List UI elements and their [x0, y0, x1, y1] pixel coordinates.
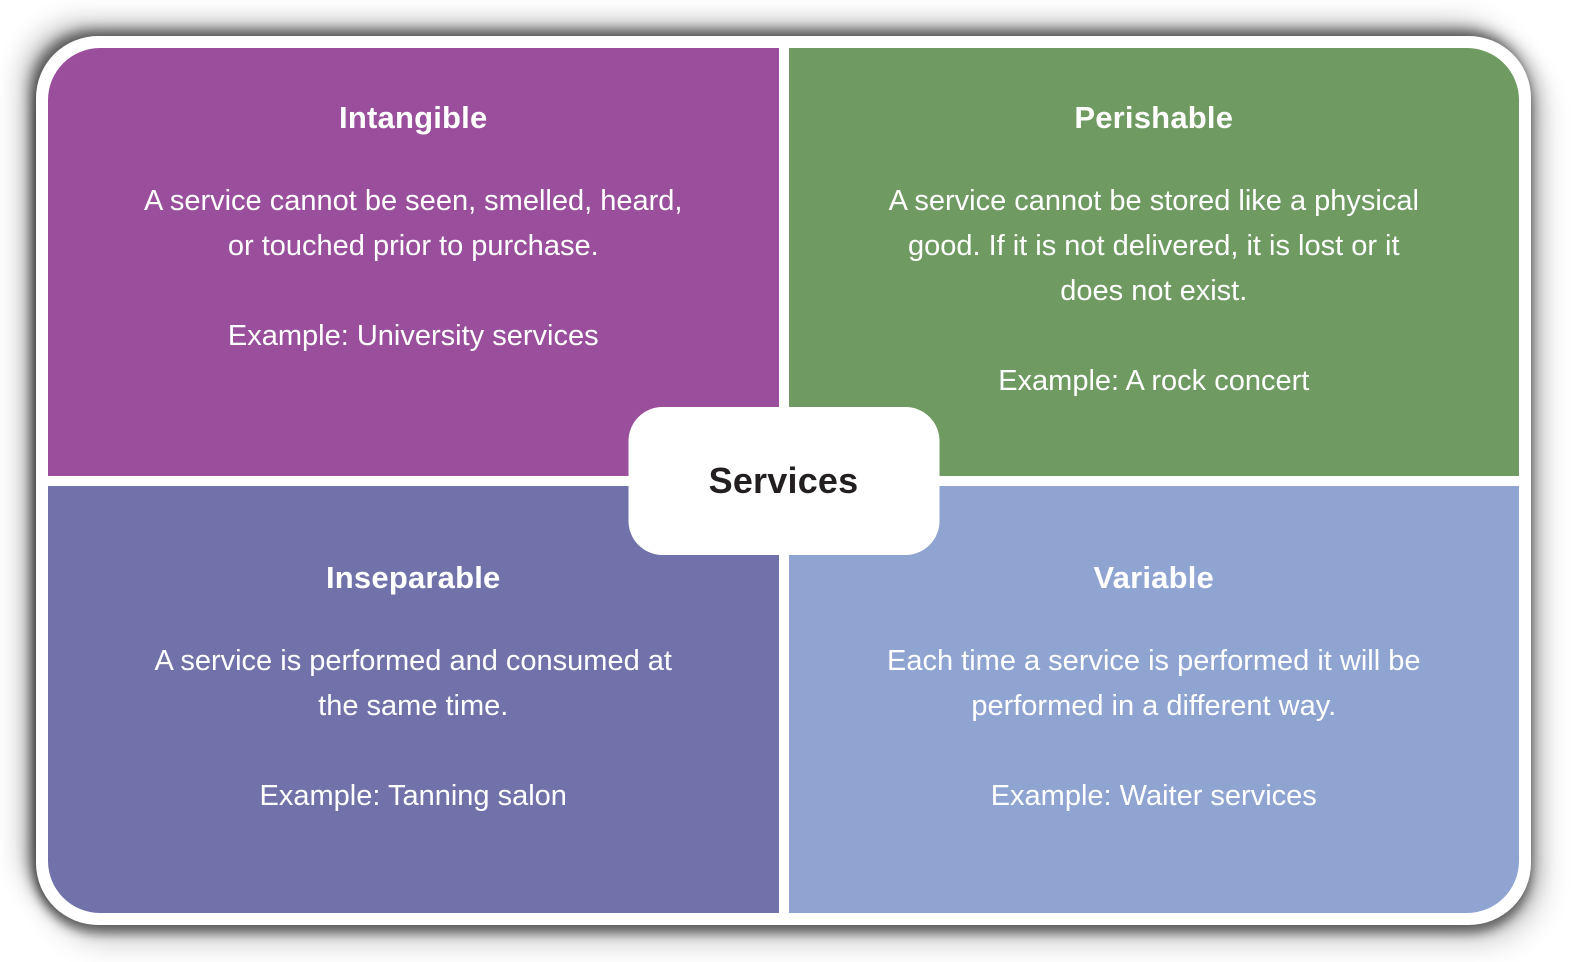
- services-diagram-card: Intangible A service cannot be seen, sme…: [36, 36, 1531, 925]
- quadrant-inseparable-title: Inseparable: [325, 559, 501, 595]
- quadrant-variable-example: Example: Waiter services: [990, 779, 1317, 812]
- quadrant-perishable-description: A service cannot be stored like a physic…: [888, 185, 1419, 307]
- quadrant-inseparable-example: Example: Tanning salon: [259, 779, 567, 812]
- quadrant-intangible: Intangible A service cannot be seen, sme…: [48, 48, 779, 476]
- services-label: Services: [708, 459, 859, 501]
- quadrant-perishable-example: Example: A rock concert: [998, 365, 1310, 397]
- services-center-badge: Services: [628, 406, 939, 555]
- quadrant-intangible-example: Example: University services: [227, 320, 599, 352]
- quadrant-perishable-title: Perishable: [1074, 100, 1234, 135]
- quadrant-intangible-description: A service cannot be seen, smelled, heard…: [144, 185, 683, 262]
- quadrant-inseparable-description: A service is performed and consumed at t…: [154, 644, 672, 722]
- quadrant-variable-description: Each time a service is performed it will…: [887, 644, 1421, 722]
- quadrant-variable: Variable Each time a service is performe…: [788, 485, 1519, 913]
- quadrant-intangible-title: Intangible: [339, 100, 488, 135]
- quadrant-variable-title: Variable: [1093, 559, 1214, 595]
- quadrant-grid: Intangible A service cannot be seen, sme…: [48, 48, 1519, 913]
- quadrant-inseparable: Inseparable A service is performed and c…: [48, 485, 779, 913]
- quadrant-perishable: Perishable A service cannot be stored li…: [788, 48, 1519, 476]
